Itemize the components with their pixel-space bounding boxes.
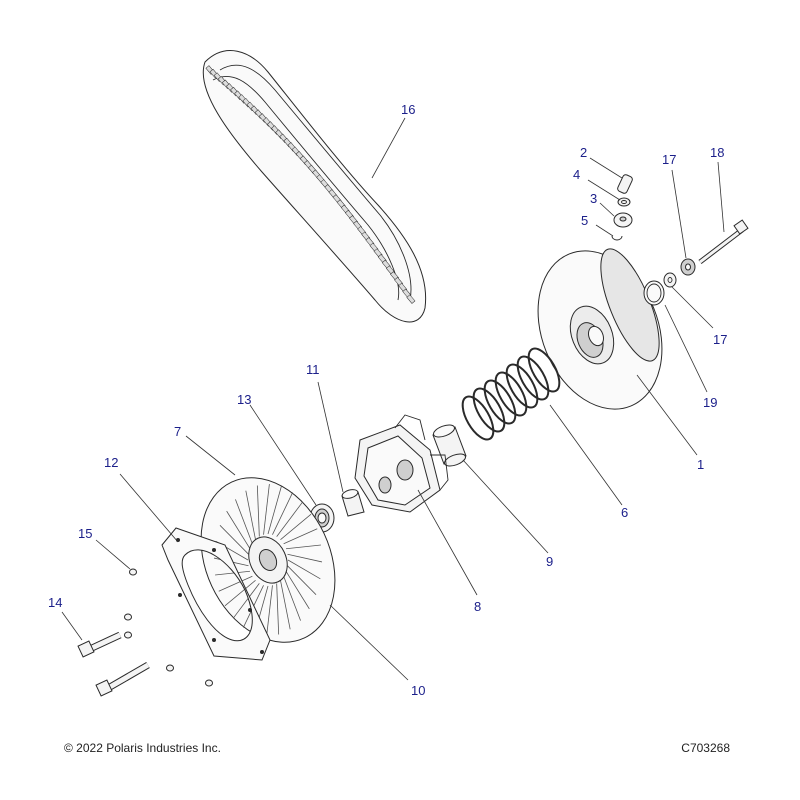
screw-small-d xyxy=(205,679,213,687)
screw-small-c xyxy=(166,664,174,672)
stationary-sheave xyxy=(200,477,336,643)
callout-15: 15 xyxy=(78,526,92,541)
bushing-11 xyxy=(341,489,365,517)
callout-9: 9 xyxy=(546,554,553,569)
bushing xyxy=(432,424,467,467)
callout-19: 19 xyxy=(703,395,717,410)
callout-12: 12 xyxy=(104,455,118,470)
copyright-notice: © 2022 Polaris Industries Inc. xyxy=(64,741,221,755)
washer-17-outer xyxy=(680,258,696,276)
callout-7: 7 xyxy=(174,424,181,439)
e-clip xyxy=(611,235,623,241)
callout-1: 1 xyxy=(697,457,704,472)
clutch-spring xyxy=(461,347,561,441)
washer-small xyxy=(617,197,631,207)
roller-pin xyxy=(617,174,633,194)
callout-6: 6 xyxy=(621,505,628,520)
roller xyxy=(613,212,633,228)
callout-5: 5 xyxy=(581,213,588,228)
spider xyxy=(354,414,449,513)
drawing-number: C703268 xyxy=(681,741,730,755)
screw-15 xyxy=(129,568,137,576)
fan-fins xyxy=(213,483,323,637)
callout-8: 8 xyxy=(474,599,481,614)
screw-small-a xyxy=(124,613,132,621)
callout-numbers: 1 2 3 4 5 6 7 8 9 10 11 12 13 14 15 16 1… xyxy=(48,102,727,698)
callout-18: 18 xyxy=(710,145,724,160)
callout-3: 3 xyxy=(590,191,597,206)
movable-sheave xyxy=(537,248,663,410)
bolt-14-upper xyxy=(77,631,122,658)
callout-10: 10 xyxy=(411,683,425,698)
bolt-14-lower xyxy=(95,661,150,697)
drive-belt xyxy=(202,50,427,323)
callout-17-top: 17 xyxy=(662,152,676,167)
bolt-18 xyxy=(698,219,749,264)
callout-14: 14 xyxy=(48,595,62,610)
callout-11: 11 xyxy=(306,362,320,377)
callout-4: 4 xyxy=(573,167,580,182)
callout-16: 16 xyxy=(401,102,415,117)
washer-17-inner xyxy=(663,272,677,288)
screw-small-b xyxy=(124,631,132,639)
leader-lines xyxy=(61,117,725,681)
belt-teeth xyxy=(205,65,416,304)
cover-plate xyxy=(161,527,271,661)
callout-13: 13 xyxy=(237,392,251,407)
callout-2: 2 xyxy=(580,145,587,160)
o-ring-19 xyxy=(643,280,665,306)
callout-17-bottom: 17 xyxy=(713,332,727,347)
